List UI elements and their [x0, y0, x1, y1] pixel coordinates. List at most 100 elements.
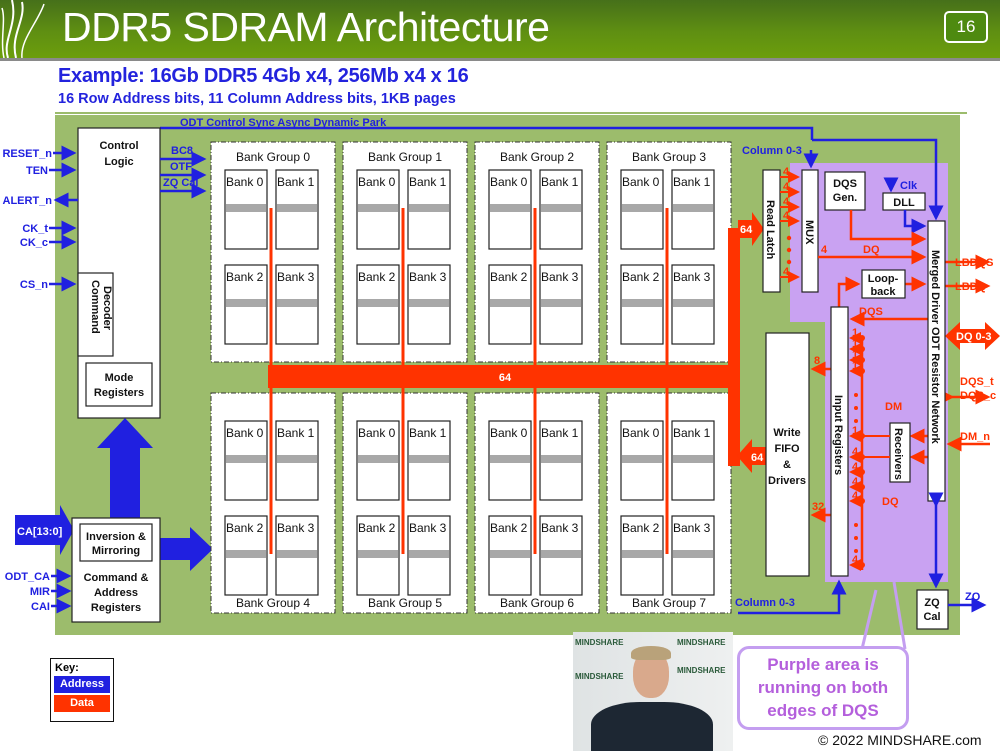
bank-label: Bank 0 [490, 426, 528, 440]
slide-number: 16 [944, 11, 988, 43]
lane-width-label: 4 [852, 446, 859, 458]
write-8-label: 8 [814, 355, 820, 367]
otf-label: OTF [170, 161, 192, 173]
leaf-logo-icon [1, 0, 45, 58]
row-buffer [409, 204, 449, 212]
bank-label: Bank 3 [277, 521, 315, 535]
dq-in-label: DQ [882, 496, 899, 508]
ten-label: TEN [26, 165, 48, 177]
bus-width-label: 64 [499, 372, 512, 384]
row-buffer [541, 204, 581, 212]
row-buffer [490, 550, 530, 558]
ellipsis-dot [854, 419, 858, 423]
bank-label: Bank 3 [541, 521, 579, 535]
data-bus-64 [268, 365, 740, 388]
ca-input-arrow [15, 505, 74, 555]
bank-label: Bank 0 [358, 175, 396, 189]
bank-label: Bank 3 [277, 270, 315, 284]
ck-t-label: CK_t [22, 223, 48, 235]
ellipsis-dot [786, 259, 792, 265]
clk-label: Clk [900, 180, 918, 192]
command-decoder-block [77, 272, 114, 357]
row-buffer [622, 550, 662, 558]
row-buffer [277, 204, 317, 212]
dm-n-label: DM_n [960, 431, 990, 443]
row-buffer [226, 455, 266, 463]
bank-label: Bank 2 [226, 521, 264, 535]
receivers-label: Receivers [892, 428, 904, 480]
row-buffer [358, 455, 398, 463]
purple-area-callout: Purple area is running on both edges of … [737, 646, 909, 730]
lane-width-label: 4 [783, 210, 790, 222]
row-buffer [541, 299, 581, 307]
bank-label: Bank 1 [673, 426, 711, 440]
video-watermark: MINDSHARE [575, 638, 624, 647]
cs-n-label: CS_n [20, 279, 48, 291]
lane-width-label: 4 [783, 181, 790, 193]
subtitle-address-bits: 16 Row Address bits, 11 Column Address b… [58, 91, 456, 107]
zq-cal-block [916, 589, 949, 630]
row-buffer [673, 299, 713, 307]
presenter-hair [631, 646, 671, 660]
odt-ca-label: ODT_CA [5, 571, 50, 583]
mux-4-label: 4 [821, 244, 828, 256]
row-buffer [277, 299, 317, 307]
dqs-c-label: DQS_c [960, 390, 996, 402]
mux-block [801, 169, 819, 293]
bank-label: Bank 3 [673, 270, 711, 284]
mux-label: MUX [803, 220, 815, 245]
ca-label: CA[13:0] [17, 526, 63, 538]
bank-label: Bank 3 [541, 270, 579, 284]
zq-cal-signal-label: ZQ Cal [163, 177, 198, 189]
bank-label: Bank 1 [673, 175, 711, 189]
presenter-shirt [591, 702, 713, 751]
bank-group-label: Bank Group 2 [500, 150, 574, 164]
lane-width-label: 4 [783, 266, 790, 278]
cmd-to-banks-arrow [160, 527, 213, 571]
bank-label: Bank 1 [541, 175, 579, 189]
input-registers-block [830, 306, 849, 577]
lbdqs-label: LBDQS [955, 257, 994, 269]
dqs-gen-block [824, 171, 866, 211]
dq-0-3-label: DQ 0-3 [956, 331, 991, 343]
mir-label: MIR [30, 586, 50, 598]
column-bottom-label: Column 0-3 [735, 597, 795, 609]
bank-group-label: Bank Group 5 [368, 596, 442, 610]
merged-driver-label: Merged Driver ODT Resistor Network [929, 250, 941, 445]
slide-title: DDR5 SDRAM Architecture [62, 4, 550, 50]
mode-registers-block [85, 362, 153, 407]
row-buffer [673, 550, 713, 558]
write-64-label: 64 [751, 452, 764, 464]
video-watermark: MINDSHARE [575, 672, 624, 681]
bank-group-label: Bank Group 1 [368, 150, 442, 164]
write-fifo-to-bus-arrow [737, 439, 766, 473]
row-buffer [358, 204, 398, 212]
dqs-t-label: DQS_t [960, 376, 994, 388]
bank-label: Bank 2 [622, 521, 660, 535]
bank-label: Bank 1 [277, 175, 315, 189]
input-registers-label: Input Registers [832, 395, 844, 475]
row-buffer [541, 550, 581, 558]
ck-c-label: CK_c [20, 237, 48, 249]
inversion-mirroring-block [79, 523, 153, 562]
bank-group-label: Bank Group 4 [236, 596, 310, 610]
ellipsis-dot [854, 523, 858, 527]
bank-label: Bank 0 [358, 426, 396, 440]
ellipsis-dot [854, 549, 858, 553]
lane-width-label: 4 [852, 461, 859, 473]
dm-label: DM [885, 401, 902, 413]
key-title: Key: [55, 662, 79, 674]
bank-group-label: Bank Group 0 [236, 150, 310, 164]
lane-width-label: 1 [852, 349, 858, 361]
bc8-label: BC8 [171, 145, 193, 157]
lane-width-label: 4 [852, 554, 859, 566]
row-buffer [490, 455, 530, 463]
bank-label: Bank 0 [622, 175, 660, 189]
